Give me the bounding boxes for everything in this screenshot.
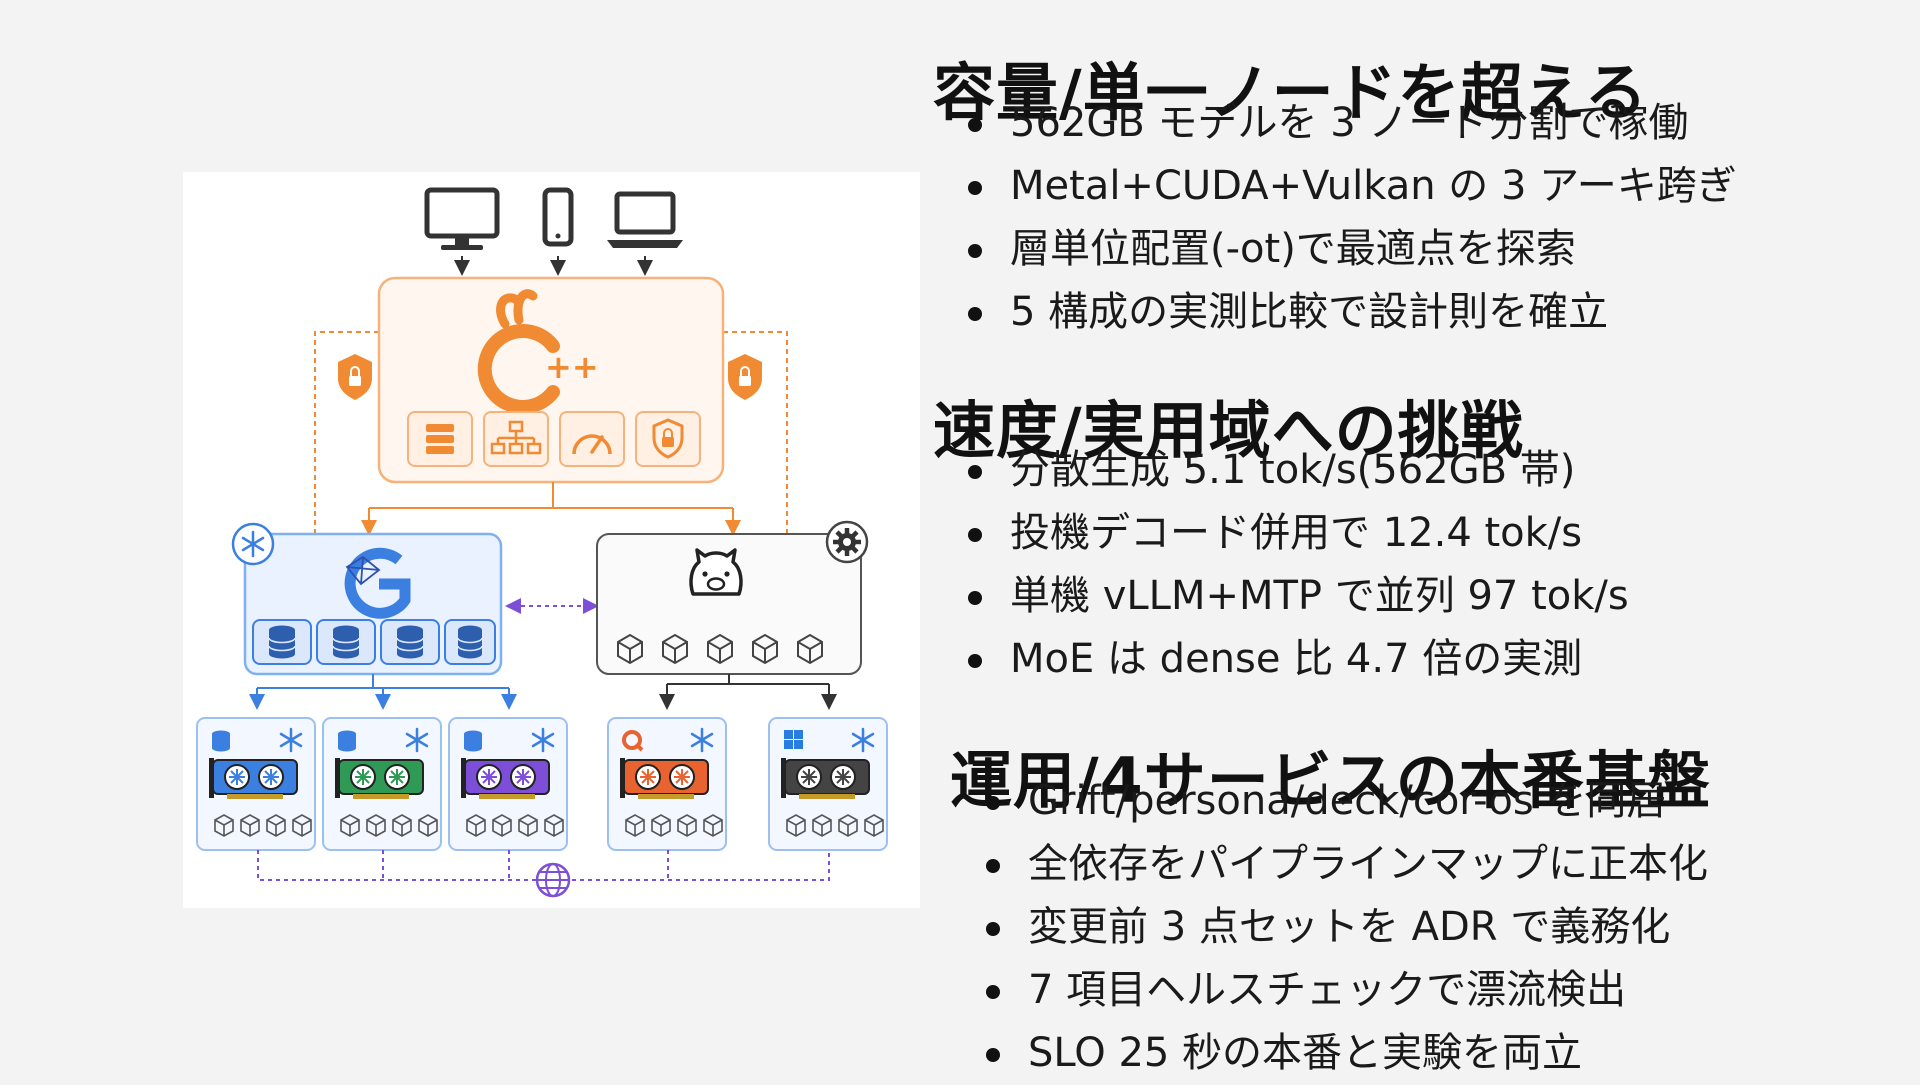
gpu-cards	[196, 717, 888, 851]
bullet-item: 5 構成の実測比較で設計則を確立	[968, 281, 1737, 344]
database-icon	[252, 619, 312, 665]
model-cube-icon	[838, 814, 858, 837]
gear-badge-icon	[825, 520, 869, 564]
model-cube-icon	[703, 814, 723, 837]
model-cube-icon	[812, 814, 832, 837]
security-shield-icon	[635, 411, 701, 467]
bullet-item: 分散生成 5.1 tok/s(562GB 帯)	[968, 439, 1629, 502]
model-cube-icon	[864, 814, 884, 837]
server-stack-icon	[407, 411, 473, 467]
database-icon	[380, 619, 440, 665]
snowflake-icon	[279, 727, 303, 753]
model-cube-icon	[240, 814, 260, 837]
gpu-card	[322, 717, 442, 851]
lock-shield-icon	[728, 354, 762, 400]
bullet-list-operations: Grift/persona/deck/cor-os を同居 全依存をパイプライン…	[986, 770, 1708, 1085]
desktop-monitor-icon	[424, 187, 500, 250]
model-cube-icon	[418, 814, 438, 837]
database-icon	[464, 730, 482, 752]
q-logo-icon	[622, 730, 644, 752]
bullet-item: Metal+CUDA+Vulkan の 3 アーキ跨ぎ	[968, 155, 1737, 218]
snowflake-icon	[531, 727, 555, 753]
section-heading-speed: 速度/実用域への挑戦	[933, 394, 1524, 468]
model-cube-icon	[392, 814, 412, 837]
architecture-diagram-svg: ++	[196, 187, 888, 898]
snowflake-badge-icon	[231, 522, 275, 566]
database-icon	[316, 619, 376, 665]
model-cube-icon	[544, 814, 564, 837]
snowflake-icon	[690, 727, 714, 753]
bullet-item: 562GB モデルを 3 ノード分割で稼働	[968, 92, 1737, 155]
gpu-icon	[620, 758, 709, 799]
bullet-item: 投機デコード併用で 12.4 tok/s	[968, 502, 1629, 565]
gpu-icon	[781, 758, 870, 799]
model-cube-icon	[266, 814, 286, 837]
section-heading-operations: 運用/4サービスの本番基盤	[950, 744, 1711, 818]
model-cube-icon	[466, 814, 486, 837]
bullet-list-speed: 分散生成 5.1 tok/s(562GB 帯) 投機デコード併用で 12.4 t…	[968, 439, 1629, 691]
smartphone-icon	[542, 187, 574, 247]
model-cube-icon	[366, 814, 386, 837]
bullet-item: 変更前 3 点セットを ADR で義務化	[986, 896, 1708, 959]
model-cubes-row	[617, 633, 823, 665]
model-cube-icon	[786, 814, 806, 837]
cpp-rabbit-logo: ++	[477, 289, 599, 414]
bullet-item: 単機 vLLM+MTP で並列 97 tok/s	[968, 565, 1629, 628]
gpu-card	[448, 717, 568, 851]
database-icon	[212, 730, 230, 752]
model-cube-icon	[625, 814, 645, 837]
model-cube-icon	[677, 814, 697, 837]
bullet-item: MoE は dense 比 4.7 倍の実測	[968, 628, 1629, 691]
cpp-logo-text: ++	[545, 348, 599, 386]
gpu-icon	[209, 758, 298, 799]
model-cube-icon	[492, 814, 512, 837]
model-cube-icon	[214, 814, 234, 837]
database-icon	[338, 730, 356, 752]
model-cube-icon	[651, 814, 671, 837]
bullet-item: SLO 25 秒の本番と実験を両立	[986, 1022, 1708, 1085]
model-cube-icon	[292, 814, 312, 837]
bullet-item: 全依存をパイプラインマップに正本化	[986, 833, 1708, 896]
gpu-icon	[335, 758, 424, 799]
gpu-card	[768, 717, 888, 851]
orange-side-connector-right	[723, 331, 788, 612]
orange-side-connector-left	[314, 331, 379, 612]
network-hierarchy-icon	[483, 411, 549, 467]
bullet-list-capacity: 562GB モデルを 3 ノード分割で稼働 Metal+CUDA+Vulkan …	[968, 92, 1737, 344]
architecture-diagram: ++	[183, 172, 920, 908]
model-cube-icon	[518, 814, 538, 837]
section-heading-capacity: 容量/単一ノードを超える	[933, 56, 1648, 130]
gpu-card	[196, 717, 316, 851]
windows-icon	[784, 730, 803, 749]
bullet-item: Grift/persona/deck/cor-os を同居	[986, 770, 1708, 833]
bullet-item: 7 項目ヘルスチェックで漂流検出	[986, 959, 1708, 1022]
gpu-card	[607, 717, 727, 851]
database-icon	[444, 619, 496, 665]
speedometer-icon	[559, 411, 625, 467]
g-network-logo	[344, 547, 411, 619]
bullet-item: 層単位配置(-ot)で最適点を探索	[968, 218, 1737, 281]
model-cube-icon	[340, 814, 360, 837]
gpu-icon	[461, 758, 550, 799]
globe-network-icon	[535, 862, 571, 898]
snowflake-icon	[851, 727, 875, 753]
laptop-icon	[607, 191, 683, 248]
lock-shield-icon	[338, 354, 372, 400]
llama-logo	[689, 548, 743, 596]
snowflake-icon	[405, 727, 429, 753]
